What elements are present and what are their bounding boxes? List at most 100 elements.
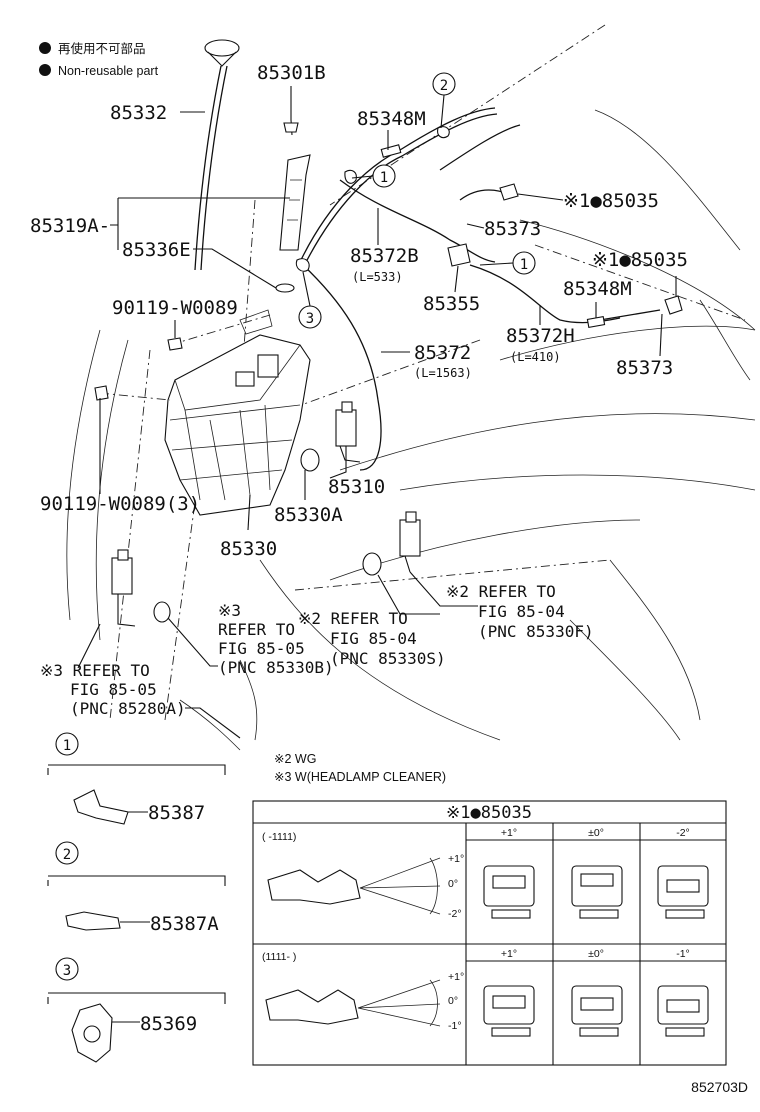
detail-circle-1 — [55, 732, 79, 756]
pump-85280a — [111, 557, 133, 595]
label-85372-length: (L=1563) — [414, 366, 472, 380]
ref-85330s-line1: ※2 REFER TO — [298, 609, 408, 628]
nozzle-view-row1 — [483, 865, 709, 919]
label-85332: 85332 — [110, 102, 167, 124]
detail-label-85387a: 85387A — [150, 913, 219, 935]
ref-85330f-line1: ※2 REFER TO — [446, 582, 556, 601]
label-85319a: 85319A- — [30, 215, 110, 237]
label-90119-top: 90119-W0089 — [112, 297, 238, 319]
callout-number: 2 — [440, 78, 448, 94]
grommet-85330s — [362, 552, 382, 576]
ref-85330b-line2: REFER TO — [218, 620, 295, 639]
nozzle-drawing-row2 — [265, 989, 359, 1025]
row1-angle-mid: 0° — [448, 878, 458, 890]
footnotes: ※2 WG ※3 W(HEADLAMP CLEANER) — [274, 752, 446, 784]
label-85372: 85372 — [414, 342, 471, 364]
washer-filler-assembly — [194, 39, 311, 293]
legend-dot-icon — [39, 42, 51, 54]
legend-dot-icon — [39, 64, 51, 76]
ref-85330s-line2: FIG 85-04 — [330, 629, 417, 648]
note-wg: ※2 WG — [274, 752, 316, 766]
legend: 再使用不可部品 Non-reusable part — [39, 41, 159, 78]
ref-85330b-line3: FIG 85-05 — [218, 639, 305, 658]
bolt-85301b — [283, 122, 299, 133]
row2-col-minus1: -1° — [676, 948, 690, 960]
filler-cap — [204, 39, 240, 57]
ref-85280a-line2: FIG 85-05 — [70, 680, 157, 699]
nozzle-view-row2 — [483, 985, 709, 1037]
row2-label: (1111- ) — [262, 951, 296, 963]
nozzle-85035-top — [499, 183, 519, 201]
label-85372h: 85372H — [506, 325, 575, 347]
label-85035-top: ※1●85035 — [563, 190, 659, 212]
part-labels: 85332 85301B 85319A- 85336E 85348M ※1●85… — [30, 62, 688, 560]
detail-label-85387: 85387 — [148, 802, 205, 824]
ref-85280a-line3: (PNC 85280A) — [70, 699, 186, 718]
detail-circle-3 — [55, 957, 79, 981]
row1-col-plus1: +1° — [501, 827, 517, 839]
clip-85387a — [65, 911, 121, 931]
label-85372h-length: (L=410) — [510, 350, 561, 364]
washer-pumps — [111, 401, 421, 627]
joint-85355 — [447, 243, 471, 267]
table-title: ※1●85035 — [446, 803, 532, 823]
row2-col-plus1: +1° — [501, 948, 517, 960]
nozzle-angle-table: ※1●85035 ( -1111) +1° ±0° -2° +1° 0° -2°… — [252, 800, 727, 1066]
label-85330: 85330 — [220, 538, 277, 560]
detail-number: 1 — [63, 738, 71, 754]
label-90119-left: 90119-W0089(3) — [40, 493, 200, 515]
label-85336e: 85336E — [122, 239, 191, 261]
ref-85330f-line3: (PNC 85330F) — [478, 622, 594, 641]
bolts-90119 — [94, 337, 183, 490]
callout-number: 3 — [306, 311, 314, 327]
reference-notes: ※2 REFER TO FIG 85-04 (PNC 85330F) ※2 RE… — [40, 571, 594, 739]
vehicle-body-outline — [66, 24, 756, 751]
ref-85330s-line3: (PNC 85330S) — [330, 649, 446, 668]
legend-en-text: Non-reusable part — [58, 64, 159, 78]
note-headlamp: ※3 W(HEADLAMP CLEANER) — [274, 770, 446, 784]
label-85301b: 85301B — [257, 62, 326, 84]
washer-reservoir-85330 — [99, 309, 311, 531]
callout-circles: 2 1 1 3 — [298, 72, 536, 329]
row2-col-zero: ±0° — [588, 948, 604, 960]
row2-angle-bottom: -1° — [448, 1020, 462, 1032]
ref-85330b-line4: (PNC 85330B) — [218, 658, 334, 677]
ref-85330b-line1: ※3 — [218, 601, 241, 620]
legend-jp-text: 再使用不可部品 — [58, 41, 146, 56]
row1-col-zero: ±0° — [588, 827, 604, 839]
grommet-85336e — [275, 283, 295, 293]
detail-panels: 1 85387 2 85387A 3 85369 — [47, 732, 226, 1063]
clip-85387 — [73, 789, 129, 825]
filler-neck-85319a — [279, 154, 311, 251]
label-85310: 85310 — [328, 476, 385, 498]
row2-angle-mid: 0° — [448, 995, 458, 1007]
nozzle-85035-mid — [664, 295, 683, 315]
label-85373-top: 85373 — [484, 218, 541, 240]
callout-number: 1 — [520, 257, 528, 273]
washer-hoses — [295, 107, 683, 471]
label-85372b: 85372B — [350, 245, 419, 267]
nozzle-drawing-row1 — [267, 869, 361, 905]
label-85355: 85355 — [423, 293, 480, 315]
pump-85330f — [399, 519, 421, 557]
row1-angle-bottom: -2° — [448, 908, 462, 920]
row1-col-minus2: -2° — [676, 827, 690, 839]
pump-85310 — [335, 409, 357, 447]
grommet-85330b — [153, 601, 171, 623]
row1-label: ( -1111) — [262, 831, 296, 843]
callout-number: 1 — [380, 170, 388, 186]
label-85348m-right: 85348M — [563, 278, 632, 300]
label-85372b-length: (L=533) — [352, 270, 403, 284]
detail-label-85369: 85369 — [140, 1013, 197, 1035]
row1-angle-top: +1° — [448, 853, 464, 865]
label-85330a: 85330A — [274, 504, 343, 526]
row2-angle-top: +1° — [448, 971, 464, 983]
detail-number: 3 — [63, 963, 71, 979]
detail-number: 2 — [63, 847, 71, 863]
ref-85280a-line1: ※3 REFER TO — [40, 661, 150, 680]
label-85035-mid: ※1●85035 — [592, 249, 688, 271]
label-85373-bottom: 85373 — [616, 357, 673, 379]
grommet-85330a — [300, 448, 320, 472]
